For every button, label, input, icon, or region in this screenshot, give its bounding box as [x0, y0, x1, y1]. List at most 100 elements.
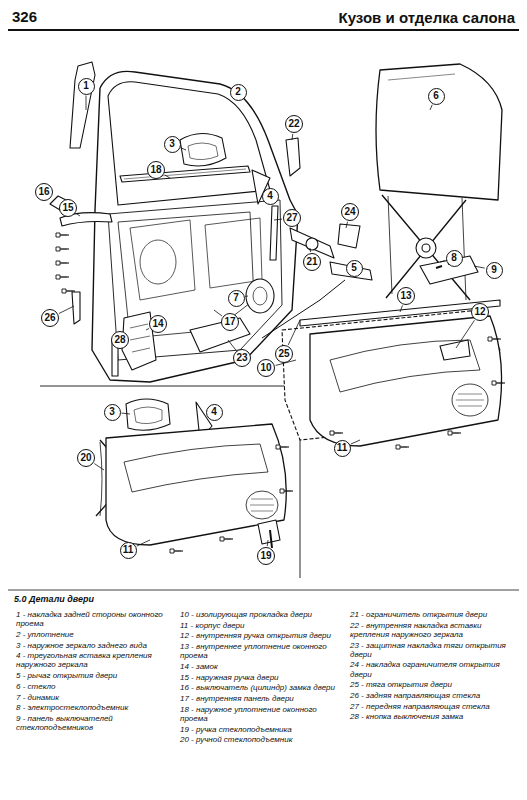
callout-text: 24 — [344, 207, 355, 217]
callout-text: 4 — [267, 191, 273, 201]
callout-text: 17 — [224, 317, 235, 327]
leader-line — [267, 540, 269, 546]
leader-line — [274, 219, 282, 221]
callout-text: 9 — [491, 265, 497, 275]
callout-text: 4 — [211, 407, 217, 417]
callout-number: 11 — [120, 542, 137, 559]
callout-number: 27 — [283, 209, 301, 227]
callout-text: 20 — [80, 453, 91, 463]
callout-number: 20 — [77, 449, 95, 467]
callout-number: 16 — [35, 183, 53, 201]
part-list-item: 12 - внутренняя ручка открытия двери — [180, 631, 340, 640]
part-list-item: 24 - накладка ограничителя открытия двер… — [350, 660, 518, 678]
part-list-item: 22 - внутренняя накладка вставки креплен… — [350, 621, 518, 639]
callout-number: 2 — [230, 84, 247, 101]
callout-number: 17 — [221, 313, 239, 331]
callout-text: 18 — [150, 165, 161, 175]
callout-text: 19 — [260, 551, 271, 561]
callout-text: 16 — [38, 187, 49, 197]
callout-number: 9 — [486, 262, 503, 279]
callout-text: 12 — [474, 307, 485, 317]
callout-number: 23 — [233, 349, 251, 367]
callout-text: 1 — [83, 81, 89, 91]
callout-number: 8 — [446, 250, 463, 267]
callout-number: 12 — [471, 303, 489, 321]
callout-number: 26 — [41, 309, 59, 327]
callout-number: 19 — [257, 547, 275, 565]
part-list-item: 2 - уплотнение — [16, 630, 166, 639]
callout-text: 7 — [233, 293, 239, 303]
callout-text: 21 — [306, 257, 317, 267]
callout-text: 15 — [62, 203, 73, 213]
part-list-item: 16 - выключатель (цилиндр) замка двери — [180, 683, 340, 692]
part-list-item: 21 - ограничитель открытия двери — [350, 610, 518, 619]
part-list-item: 10 - изолирующая прокладка двери — [180, 610, 340, 619]
part-list-item: 7 - динамик — [16, 693, 166, 702]
part-list-item: 18 - наружное уплотнение оконного проема — [180, 705, 340, 723]
callout-text: 25 — [278, 349, 289, 359]
leader-line — [94, 464, 104, 470]
leader-line — [228, 340, 236, 350]
leader-line — [214, 310, 222, 316]
callout-text: 14 — [152, 319, 163, 329]
callout-number: 3 — [164, 136, 181, 153]
leader-line — [245, 296, 248, 297]
callout-number: 21 — [303, 253, 321, 271]
part-list-item: 15 - наружная ручка двери — [180, 673, 340, 682]
callout-text: 2 — [235, 87, 241, 97]
callout-number: 15 — [59, 199, 77, 217]
callout-number: 14 — [149, 315, 167, 333]
callout-number: 13 — [397, 287, 415, 305]
part-list-item: 3 - наружное зеркало заднего вида — [16, 641, 166, 650]
leader-line — [86, 96, 87, 111]
part-list-item: 20 - ручной стеклоподъемник — [180, 735, 340, 744]
callout-number: 6 — [428, 88, 445, 105]
page-title: Кузов и отделка салона — [339, 9, 515, 26]
callout-text: 3 — [169, 139, 175, 149]
part-list-item: 25 - тяга открытия двери — [350, 680, 518, 689]
callout-number: 7 — [228, 290, 245, 307]
part-list-item: 8 - электростеклоподъемник — [16, 703, 166, 712]
callout-number: 3 — [104, 404, 121, 421]
part-list-item: 28 - кнопка выключения замка — [350, 712, 518, 721]
part-list-item: 9 - панель выключателей стеклоподъемнико… — [16, 714, 166, 732]
leader-line — [310, 248, 312, 252]
part-list-item: 1 - накладка задней стороны оконного про… — [16, 610, 166, 628]
callout-number: 11 — [334, 440, 351, 457]
leader-line — [292, 134, 294, 140]
callout-text: 3 — [109, 407, 115, 417]
leader-line — [346, 222, 348, 228]
callout-number: 22 — [285, 115, 303, 133]
page-number: 326 — [12, 8, 37, 25]
part-list-item: 14 - замок — [180, 662, 340, 671]
callout-text: 11 — [337, 443, 348, 453]
leader-line — [456, 320, 474, 348]
leader-line — [146, 328, 149, 330]
callout-text: 23 — [236, 353, 247, 363]
callout-number: 4 — [206, 404, 223, 421]
callout-text: 10 — [260, 363, 271, 373]
callout-text: 11 — [123, 545, 134, 555]
callout-text: 27 — [286, 213, 297, 223]
callout-text: 6 — [433, 91, 439, 101]
callout-text: 26 — [44, 313, 55, 323]
leader-line — [288, 320, 300, 345]
callout-number: 24 — [341, 203, 359, 221]
part-list-item: 6 - стекло — [16, 682, 166, 691]
callout-text: 22 — [288, 119, 299, 129]
leader-line — [76, 214, 80, 216]
part-list-item: 4 - треугольная вставка крепления наружн… — [16, 651, 166, 669]
part-list-item: 11 - корпус двери — [180, 621, 340, 630]
leader-line — [351, 440, 360, 444]
part-list-item: 5 - рычаг открытия двери — [16, 671, 166, 680]
leader-line — [121, 413, 130, 415]
callout-number: 25 — [275, 345, 293, 363]
figure-caption: 5.0 Детали двери — [14, 594, 94, 604]
leader-line — [181, 148, 186, 150]
callout-text: 5 — [351, 263, 357, 273]
part-list-item: 26 - задняя направляющая стекла — [350, 691, 518, 700]
callout-text: 8 — [451, 253, 457, 263]
callout-number: 10 — [257, 359, 275, 377]
leader-line — [137, 540, 150, 546]
